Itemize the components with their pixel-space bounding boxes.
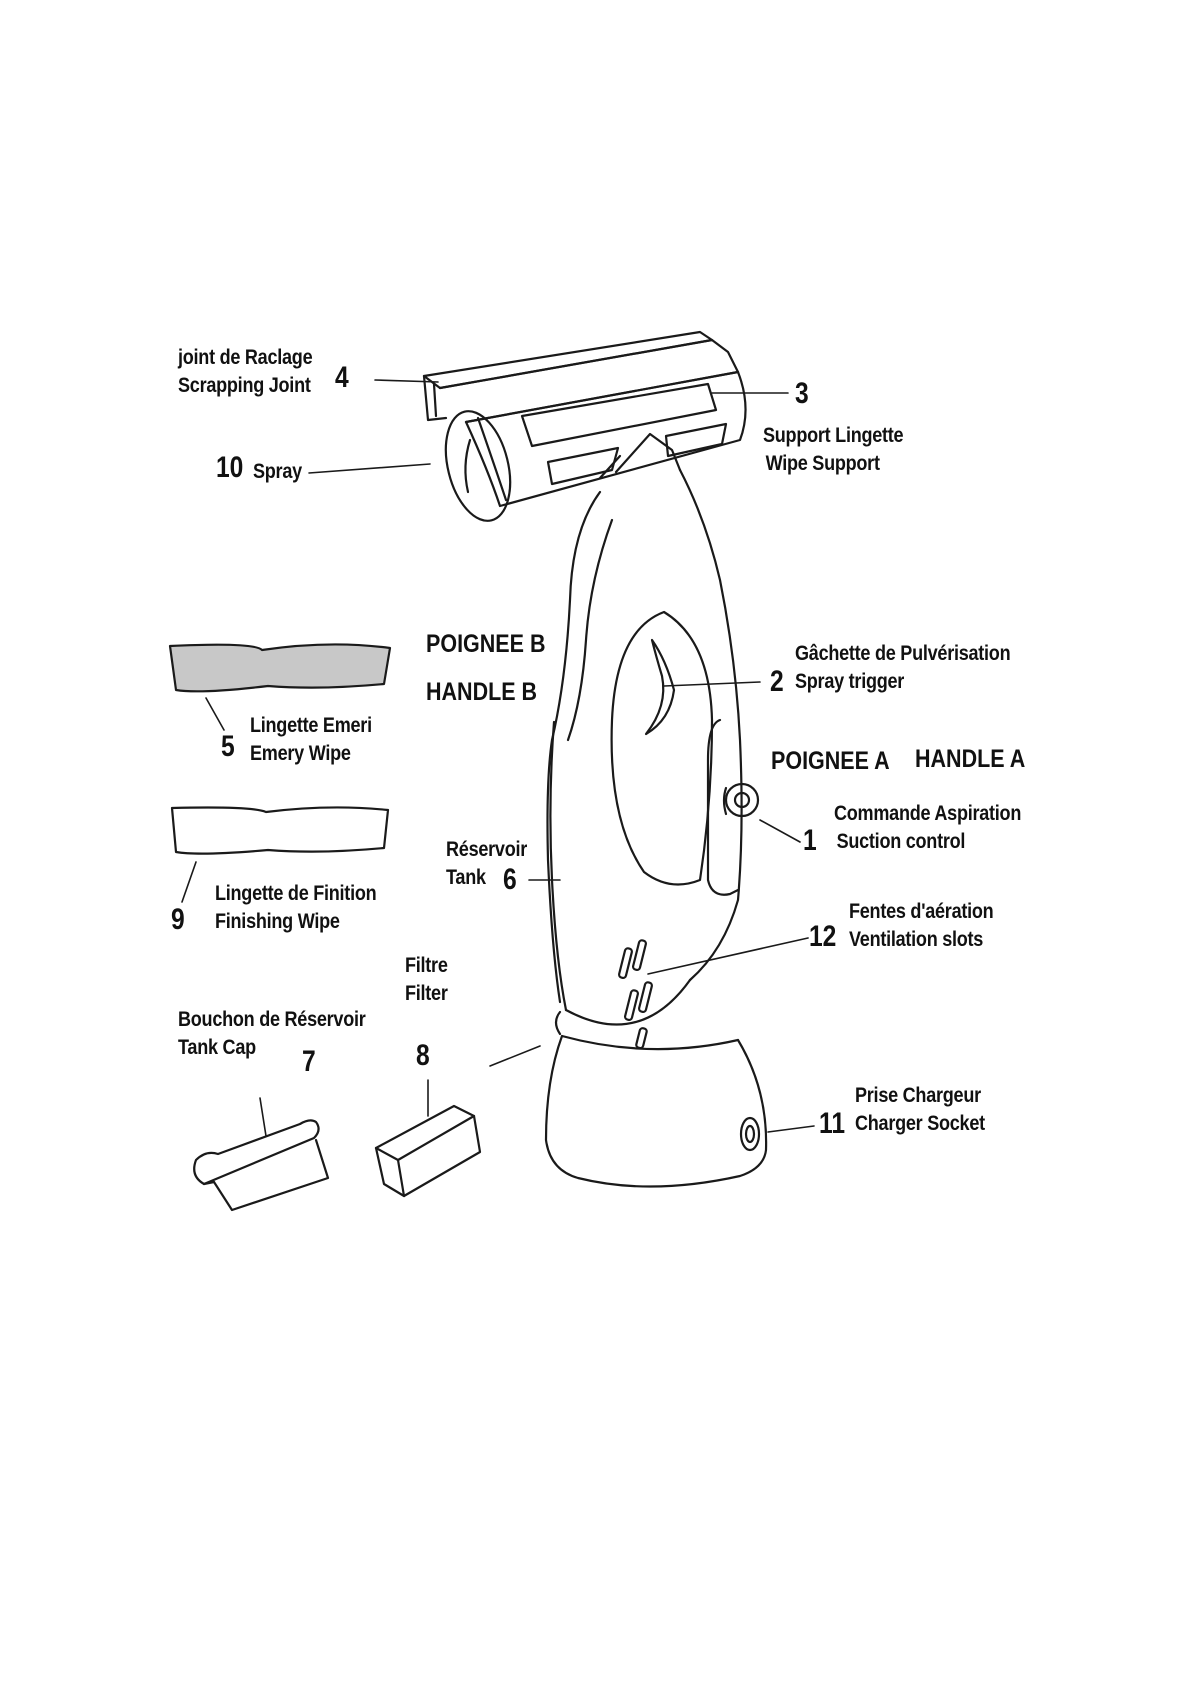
leader-lines [181, 379, 815, 1137]
label-scraping-joint: joint de Raclage Scrapping Joint [178, 344, 313, 400]
emery-wipe [168, 643, 392, 693]
wipe-support [464, 370, 747, 508]
label-finishing-wipe-en: Finishing Wipe [215, 910, 340, 933]
number-2: 2 [770, 665, 784, 698]
number-7: 7 [302, 1045, 316, 1078]
charger-base [544, 1034, 768, 1188]
label-spray: Spray [253, 460, 302, 483]
label-charger-socket: Prise Chargeur Charger Socket [855, 1082, 985, 1138]
label-finishing-wipe: Lingette de Finition Finishing Wipe [215, 880, 377, 936]
label-ventilation-slots-fr: Fentes d'aération [849, 900, 994, 923]
label-tank: Réservoir Tank [446, 836, 527, 892]
label-filter-en: Filter [405, 982, 448, 1005]
number-4: 4 [335, 361, 349, 394]
suction-control-button [724, 782, 760, 818]
label-charger-socket-fr: Prise Chargeur [855, 1084, 981, 1107]
ventilation-slots [617, 939, 653, 1050]
number-12: 12 [809, 920, 837, 953]
number-3: 3 [795, 377, 809, 410]
label-charger-socket-en: Charger Socket [855, 1112, 985, 1135]
label-tank-fr: Réservoir [446, 838, 528, 861]
label-handle-a-fr: POIGNEE A [771, 747, 890, 775]
label-spray-trigger: Gâchette de Pulvérisation Spray trigger [795, 640, 1011, 696]
label-scraping-joint-fr: joint de Raclage [178, 346, 313, 369]
number-10: 10 [216, 451, 244, 484]
label-finishing-wipe-fr: Lingette de Finition [215, 882, 377, 905]
spray-nozzle-cap [444, 410, 512, 522]
label-wipe-support: Support Lingette Wipe Support [763, 422, 904, 478]
label-emery-wipe: Lingette Emeri Emery Wipe [250, 712, 372, 768]
label-suction-control-fr: Commande Aspiration [834, 802, 1022, 825]
label-suction-control-en: Suction control [836, 830, 966, 853]
number-8: 8 [416, 1039, 430, 1072]
spray-trigger [644, 638, 676, 736]
label-wipe-support-fr: Support Lingette [763, 424, 904, 447]
finishing-wipe [170, 806, 390, 855]
number-11: 11 [819, 1107, 846, 1140]
label-handle-b-fr: POIGNEE B [426, 630, 546, 658]
label-suction-control: Commande Aspiration Suction control [834, 800, 1021, 856]
label-spray-trigger-en: Spray trigger [795, 670, 905, 693]
label-tank-en: Tank [446, 866, 486, 889]
number-9: 9 [171, 903, 185, 936]
label-handle-b-en: HANDLE B [426, 678, 538, 706]
scraping-joint [422, 330, 714, 390]
label-filter: Filtre Filter [405, 952, 448, 1008]
number-5: 5 [221, 730, 235, 763]
wiper-head [422, 330, 747, 522]
label-emery-wipe-en: Emery Wipe [250, 742, 351, 765]
vacuum-body [546, 468, 760, 1050]
number-6: 6 [503, 863, 517, 896]
charger-socket [739, 1116, 761, 1152]
label-tank-cap: Bouchon de Réservoir Tank Cap [178, 1006, 366, 1062]
filter [374, 1104, 482, 1198]
label-ventilation-slots-en: Ventilation slots [849, 928, 984, 951]
label-handle-a-en: HANDLE A [915, 745, 1026, 773]
label-emery-wipe-fr: Lingette Emeri [250, 714, 372, 737]
label-wipe-support-en: Wipe Support [765, 452, 880, 475]
label-scraping-joint-en: Scrapping Joint [178, 374, 311, 397]
number-1: 1 [803, 824, 817, 857]
label-ventilation-slots: Fentes d'aération Ventilation slots [849, 898, 994, 954]
label-tank-cap-fr: Bouchon de Réservoir [178, 1008, 366, 1031]
handle-opening [610, 610, 714, 886]
tank-cap [193, 1119, 330, 1212]
label-spray-trigger-fr: Gâchette de Pulvérisation [795, 642, 1011, 665]
label-tank-cap-en: Tank Cap [178, 1036, 256, 1059]
label-filter-fr: Filtre [405, 954, 448, 977]
